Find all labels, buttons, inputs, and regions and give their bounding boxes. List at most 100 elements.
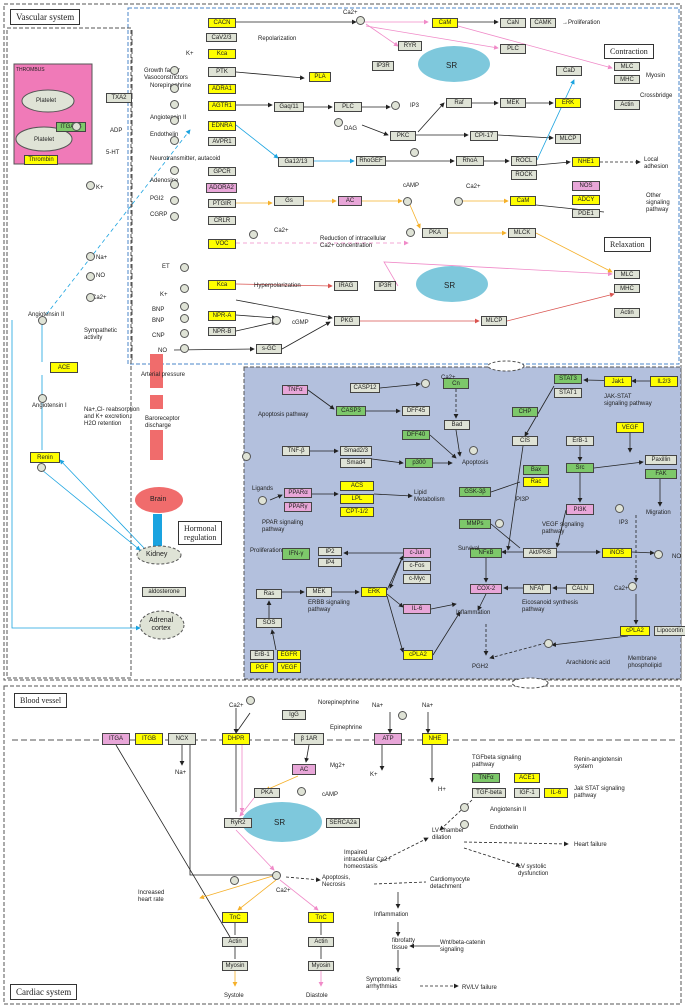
annotation-label: CNP <box>152 333 165 339</box>
gene-node-mlc2: MLC <box>614 270 640 279</box>
gene-node-tnfa1: TNFα <box>282 385 308 395</box>
annotation-label: Heart failure <box>574 842 607 848</box>
gene-node-aktpkb: Akt/PKB <box>523 548 557 558</box>
gene-node-mmps: MMPs <box>459 519 491 529</box>
annotation-label: Increased heart rate <box>138 890 165 903</box>
gene-node-fak: FAK <box>645 469 677 479</box>
gene-node-il6a: IL-6 <box>403 604 431 614</box>
gene-node-erk1: ERK <box>555 98 581 108</box>
annotation-label: Endothelin <box>150 132 179 138</box>
metabolite-circle <box>38 394 47 403</box>
gene-node-ac1: AC <box>338 196 362 206</box>
annotation-label: Renin-angiotensin system <box>574 757 623 770</box>
annotation-label: IP3 <box>619 520 629 526</box>
gene-node-cjun: c-Jun <box>403 548 431 558</box>
annotation-label: Crossbridge <box>640 93 673 99</box>
metabolite-circle <box>410 148 419 157</box>
gene-node-dff40: DFF40 <box>402 430 430 440</box>
gene-node-tnc1: TnC <box>222 912 248 923</box>
section-vascular: Vascular system <box>10 9 81 25</box>
gene-node-tnfa2: TNFα <box>472 773 500 783</box>
annotation-label: fibrofatty tissue <box>392 938 416 951</box>
metabolite-circle <box>230 876 239 885</box>
gene-node-thrombin: Thrombin <box>24 155 58 165</box>
gene-node-stat1: STAT1 <box>554 388 582 398</box>
gene-node-npra: NPR-A <box>208 311 236 321</box>
annotation-label: Jak STAT signaling pathway <box>574 786 625 799</box>
annotation-label: ERBB signaling pathway <box>308 600 350 613</box>
annotation-label: Arterial pressure <box>141 372 186 378</box>
metabolite-circle <box>180 284 189 293</box>
gene-node-can: CaN <box>500 18 526 28</box>
metabolite-circle <box>242 452 251 461</box>
gene-node-mlcp2: MLCP <box>481 316 507 326</box>
annotation-label: Membrane phospholipid <box>628 656 662 669</box>
annotation-label: Na+,Cl- reabsorption and K+ excretion, H… <box>84 407 140 427</box>
annotation-label: Ca2+ <box>343 10 358 16</box>
gene-node-sos: SOS <box>256 618 282 628</box>
baroreceptor-bar <box>150 395 163 409</box>
gene-node-nprb: NPR-B <box>208 327 236 336</box>
gene-node-sgc: s-GC <box>256 344 282 354</box>
sr-2 <box>416 266 488 302</box>
gene-node-cfos: c-Fos <box>403 561 431 571</box>
annotation-label: Adenosine <box>150 178 179 184</box>
annotation-label: Apoptosis <box>462 460 489 466</box>
label-platelet-2: Platelet <box>34 137 55 143</box>
annotation-label: Diastole <box>306 993 328 999</box>
annotation-label: Na+ <box>175 770 187 776</box>
gene-node-crlr: CRLR <box>208 216 236 225</box>
section-hormonal: Hormonal regulation <box>178 521 223 545</box>
metabolite-circle <box>406 228 415 237</box>
label-thrombus: THROMBUS <box>16 67 45 73</box>
annotation-label: Ca2+ <box>441 375 456 381</box>
annotation-label: LV chamber dilation <box>432 828 464 841</box>
gene-node-ac2: AC <box>292 764 316 775</box>
metabolite-circle <box>421 379 430 388</box>
gene-node-gs: Gs <box>274 196 304 206</box>
metabolite-circle <box>170 136 179 145</box>
gene-node-cpt12: CPT-1/2 <box>340 507 374 517</box>
gene-node-cox2: COX-2 <box>470 584 502 594</box>
annotation-label: Local adhesion <box>644 157 669 170</box>
gene-node-chp: CHP <box>512 407 538 417</box>
metabolite-circle <box>272 316 281 325</box>
kidney <box>136 545 182 565</box>
section-contraction: Contraction <box>604 44 654 59</box>
gene-node-ip3r2: IP3R <box>374 281 396 291</box>
annotation-label: Endothelin <box>490 825 519 831</box>
gene-node-dff45: DFF45 <box>402 406 430 416</box>
gene-node-ga12: Ga12/13 <box>278 157 314 167</box>
gene-node-rocl: ROCL <box>511 156 537 166</box>
gene-node-dhpr: DHPR <box>222 733 250 745</box>
sr-3 <box>242 802 322 842</box>
annotation-label: →Proliferation <box>562 20 601 26</box>
gene-node-rhoa: RhoA <box>456 156 484 166</box>
gene-node-igg: IgG <box>282 710 306 720</box>
platelet-frame <box>6 27 132 679</box>
metabolite-circle <box>398 711 407 720</box>
section-joint-1 <box>487 360 525 372</box>
vascular-frame <box>3 3 682 681</box>
gene-node-ryr: RYR <box>398 41 422 51</box>
gene-node-plc1: PLC <box>334 102 362 112</box>
gene-node-rac: Rac <box>523 477 549 487</box>
annotation-label: TGFbeta signaling pathway <box>472 755 522 768</box>
gene-node-nhe1: NHE1 <box>572 157 600 167</box>
gene-node-casp12: CASP12 <box>350 383 380 393</box>
gene-node-ppary: PPARγ <box>284 502 312 512</box>
annotation-label: Lipid Metabolism <box>414 490 445 503</box>
gene-node-inos: iNOS <box>602 548 632 558</box>
gene-node-il23: IL2/3 <box>650 376 678 387</box>
gene-node-txa2: TXA2 <box>106 93 132 103</box>
annotation-label: CGRP <box>150 212 168 218</box>
gene-node-gsk3b: GSK-3β <box>459 487 491 497</box>
annotation-label: Proliferation <box>250 548 283 554</box>
gene-node-adcy: ADCY <box>572 195 600 205</box>
gene-node-serca2a: SERCA2a <box>326 818 360 828</box>
gene-node-pkc: PKC <box>390 131 416 141</box>
annotation-label: K+ <box>96 185 104 191</box>
gene-node-igf1: IGF-1 <box>514 788 540 798</box>
annotation-label: Mg2+ <box>330 763 346 769</box>
gene-node-ip3r1: IP3R <box>372 61 394 71</box>
